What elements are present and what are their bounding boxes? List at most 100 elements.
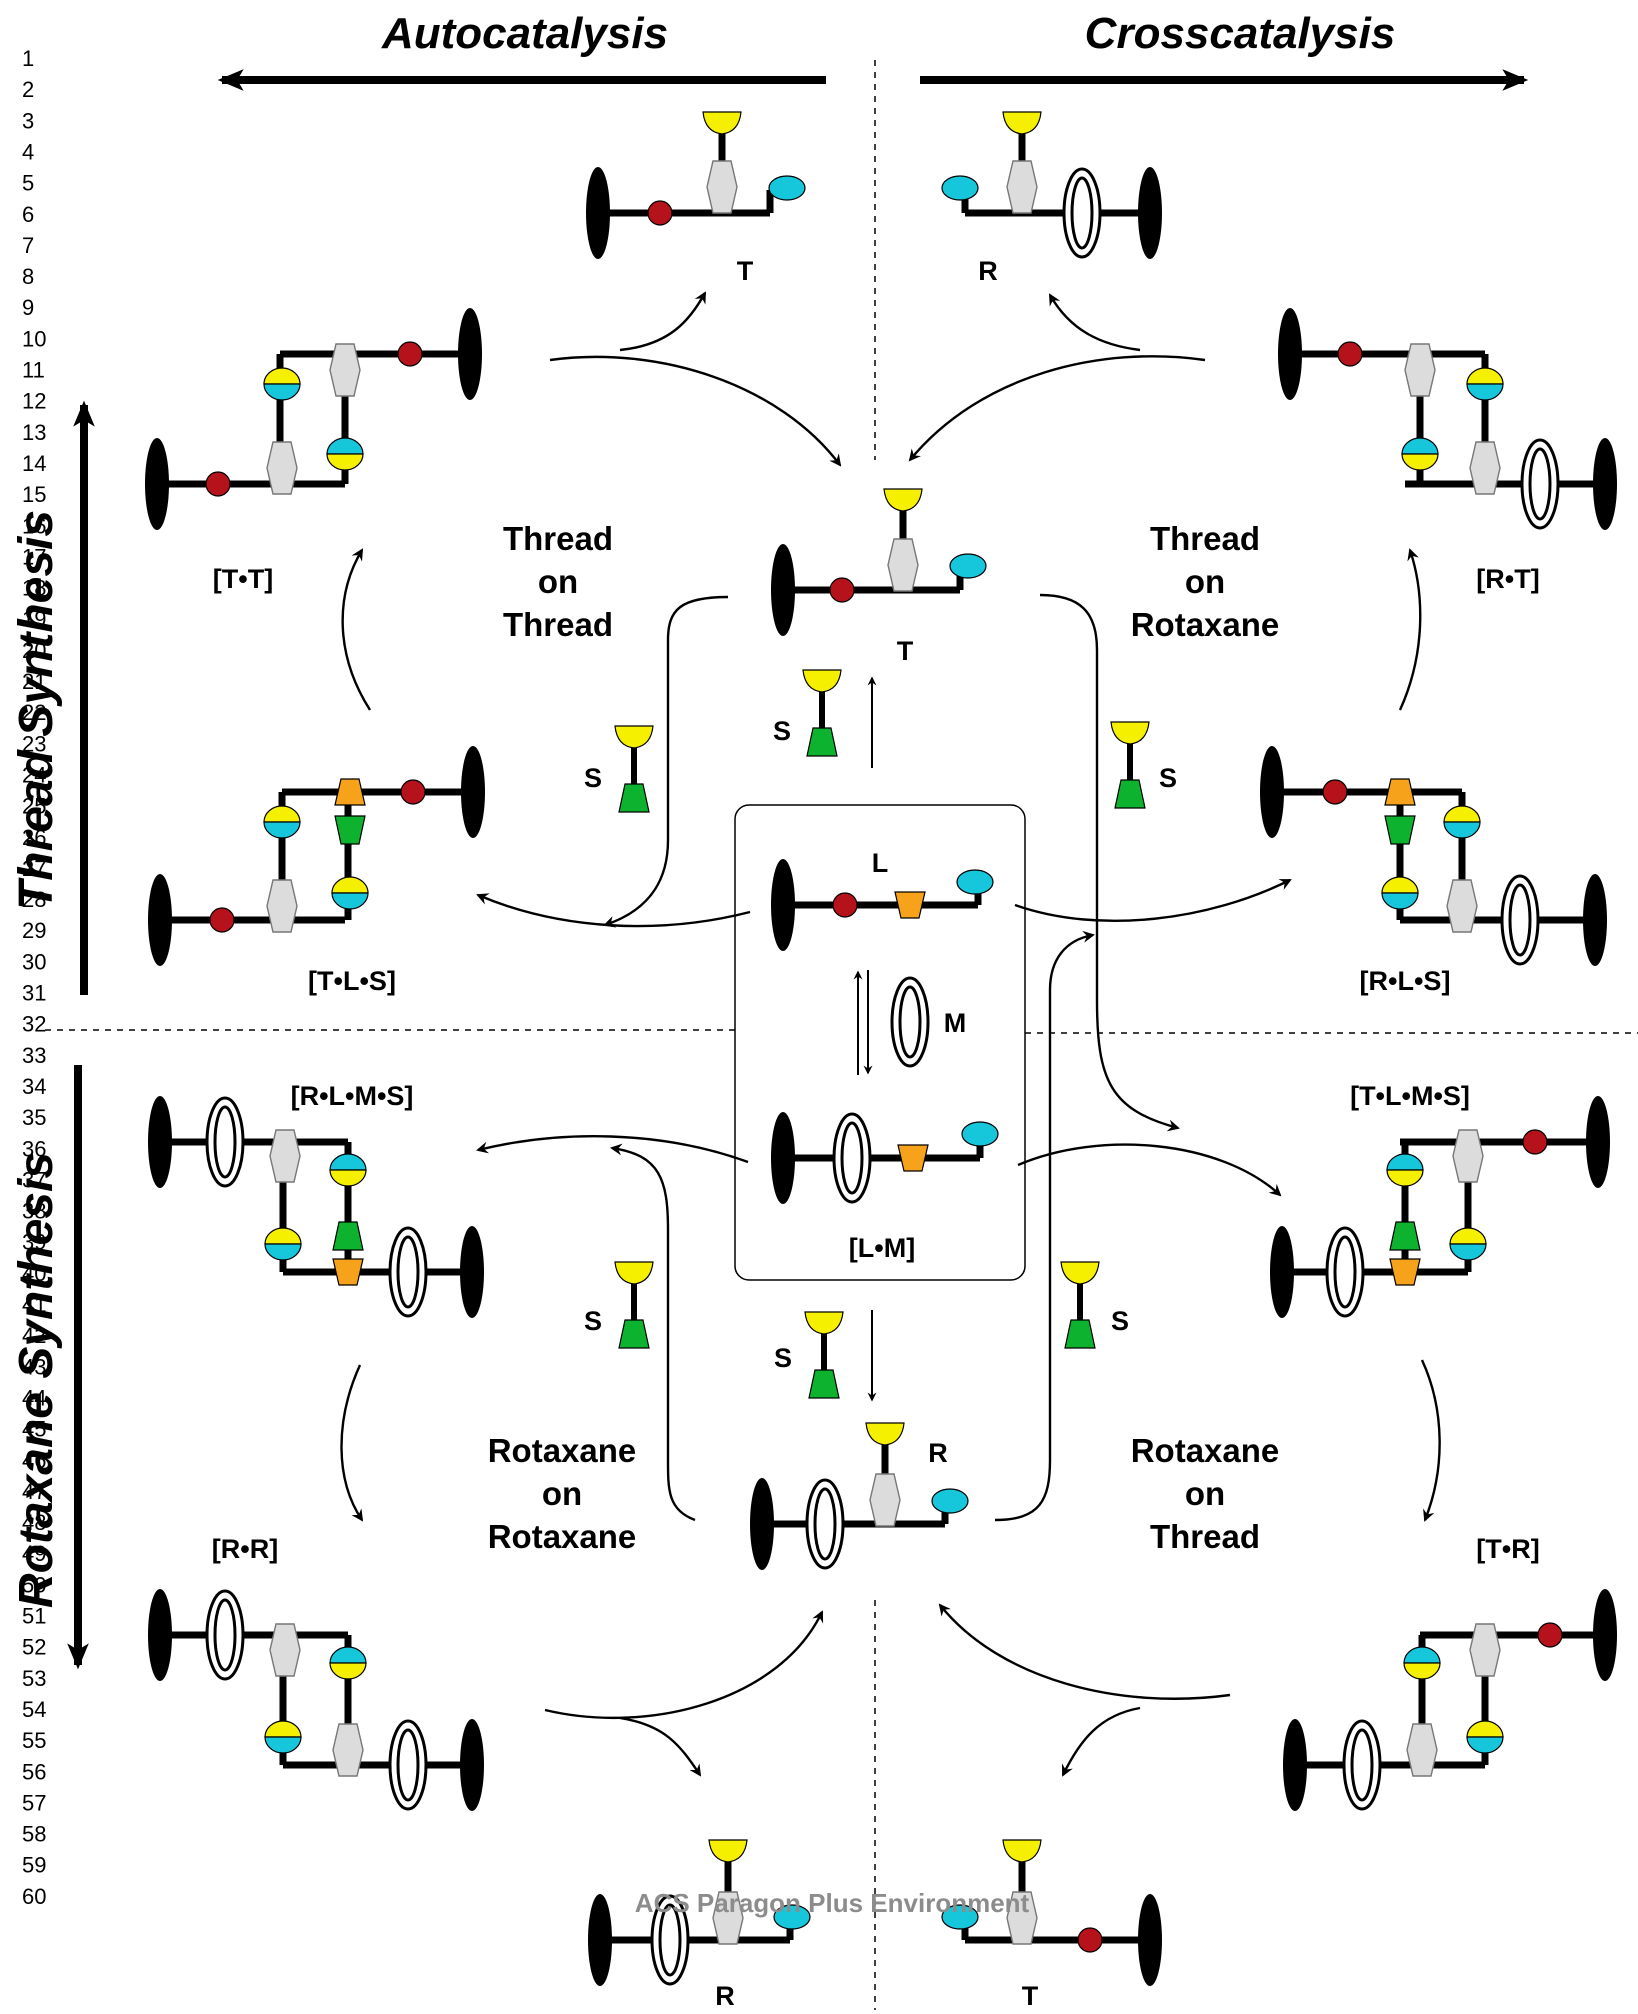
thread-synthesis-label: Thread Synthesis [10, 510, 63, 910]
line-number: 33 [22, 1043, 46, 1068]
substrate-s [1111, 722, 1149, 808]
label-s: S [584, 763, 602, 793]
line-number: 28 [22, 887, 46, 912]
arrow-t-into-tls [603, 595, 729, 928]
line-number: 32 [22, 1012, 46, 1037]
line-number: 55 [22, 1728, 46, 1753]
line-number: 27 [22, 856, 46, 881]
arrow-tr-to-r [938, 1603, 1231, 1700]
complex-tt [145, 308, 482, 530]
line-number: 46 [22, 1448, 46, 1473]
line-number: 51 [22, 1604, 46, 1629]
line-number: 41 [22, 1292, 46, 1317]
label-s: S [1111, 1306, 1129, 1336]
label-m: M [944, 1008, 967, 1038]
line-number: 17 [22, 544, 46, 569]
line-number: 36 [22, 1136, 46, 1161]
arrow-tt-release-t [619, 291, 707, 352]
line-number: 53 [22, 1666, 46, 1691]
line-number: 59 [22, 1853, 46, 1878]
label-s: S [584, 1306, 602, 1336]
line-number: 23 [22, 731, 46, 756]
complex-rr [148, 1589, 484, 1811]
section-thread-on-rotaxane: Thread on Rotaxane [1131, 520, 1280, 643]
line-number: 1 [22, 46, 34, 71]
label-rls: [R•L•S] [1360, 966, 1451, 996]
line-number: 16 [22, 513, 46, 538]
molecule-l [771, 859, 994, 951]
line-number: 4 [22, 139, 34, 164]
line-number: 40 [22, 1261, 46, 1286]
section-line: Rotaxane [488, 1432, 637, 1469]
line-number: 13 [22, 420, 46, 445]
line-number: 26 [22, 825, 46, 850]
complex-tls [148, 746, 485, 966]
arrow-rr-release-r [619, 1716, 702, 1777]
molecule-t-top-left [586, 111, 806, 259]
line-number: 49 [22, 1541, 46, 1566]
substrate-s [615, 726, 653, 812]
line-number: 19 [22, 607, 46, 632]
label-s: S [773, 716, 791, 746]
section-line: Rotaxane [1131, 606, 1280, 643]
header-autocatalysis: Autocatalysis [381, 9, 668, 58]
line-number: 42 [22, 1323, 46, 1348]
label-rlms: [R•L•M•S] [291, 1081, 414, 1111]
line-number: 5 [22, 171, 34, 196]
arrow-tt-to-t [549, 355, 842, 467]
equilibrium-arrows [853, 970, 873, 1075]
line-number: 11 [22, 358, 45, 383]
line-number: 35 [22, 1105, 46, 1130]
rotaxane-synthesis-label: Rotaxane Synthesis [10, 1152, 63, 1608]
section-rotaxane-on-rotaxane: Rotaxane on Rotaxane [488, 1432, 637, 1555]
label-t-center: T [897, 636, 914, 666]
substrate-s [803, 670, 841, 756]
section-line: on [542, 1475, 582, 1512]
line-number: 22 [22, 700, 46, 725]
line-numbers: 1234567891011121314151617181920212223242… [22, 46, 46, 1909]
line-number: 29 [22, 918, 46, 943]
molecule-t-center [771, 488, 987, 636]
complex-lm [771, 1112, 999, 1204]
line-number: 47 [22, 1479, 46, 1504]
arrow-t-into-tlms [1039, 593, 1180, 1132]
molecule-t-bottom-right [941, 1839, 1162, 1986]
line-number: 58 [22, 1822, 46, 1847]
label-t-bottom-right: T [1022, 1981, 1039, 2011]
line-number: 52 [22, 1635, 46, 1660]
line-number: 57 [22, 1790, 46, 1815]
label-rr: [R•R] [212, 1534, 278, 1564]
line-number: 15 [22, 482, 46, 507]
line-number: 44 [22, 1385, 46, 1410]
line-number: 43 [22, 1354, 46, 1379]
arrow-tls-to-tt [341, 548, 372, 711]
section-line: Thread [503, 606, 613, 643]
line-number: 39 [22, 1230, 46, 1255]
arrow-r-into-rlms [610, 1143, 696, 1522]
label-l: L [872, 848, 889, 878]
section-rotaxane-on-thread: Rotaxane on Thread [1131, 1432, 1280, 1555]
line-number: 30 [22, 949, 46, 974]
arrow-tr-release-t [1061, 1706, 1141, 1777]
arrow-rt-release-r [1048, 293, 1141, 352]
label-r-bottom-left: R [715, 1981, 735, 2011]
arrow-rlms-to-rr [340, 1364, 364, 1522]
section-thread-on-thread: Thread on Thread [503, 520, 613, 643]
label-tr: [T•R] [1476, 1534, 1539, 1564]
label-t-top-left: T [737, 256, 754, 286]
line-number: 24 [22, 762, 46, 787]
line-number: 7 [22, 233, 34, 258]
section-line: Thread [1150, 520, 1260, 557]
label-r-center: R [928, 1438, 948, 1468]
label-tt: [T•T] [213, 564, 273, 594]
complex-tlms [1270, 1096, 1610, 1318]
line-number: 8 [22, 264, 34, 289]
reaction-arrows [340, 291, 1441, 1777]
line-number: 10 [22, 326, 46, 351]
label-tls: [T•L•S] [308, 966, 396, 996]
molecule-r-bottom-left [588, 1839, 811, 1986]
arrow-tlms-to-tr [1420, 1359, 1441, 1522]
line-number: 18 [22, 576, 46, 601]
molecule-r-top-right [941, 111, 1162, 259]
